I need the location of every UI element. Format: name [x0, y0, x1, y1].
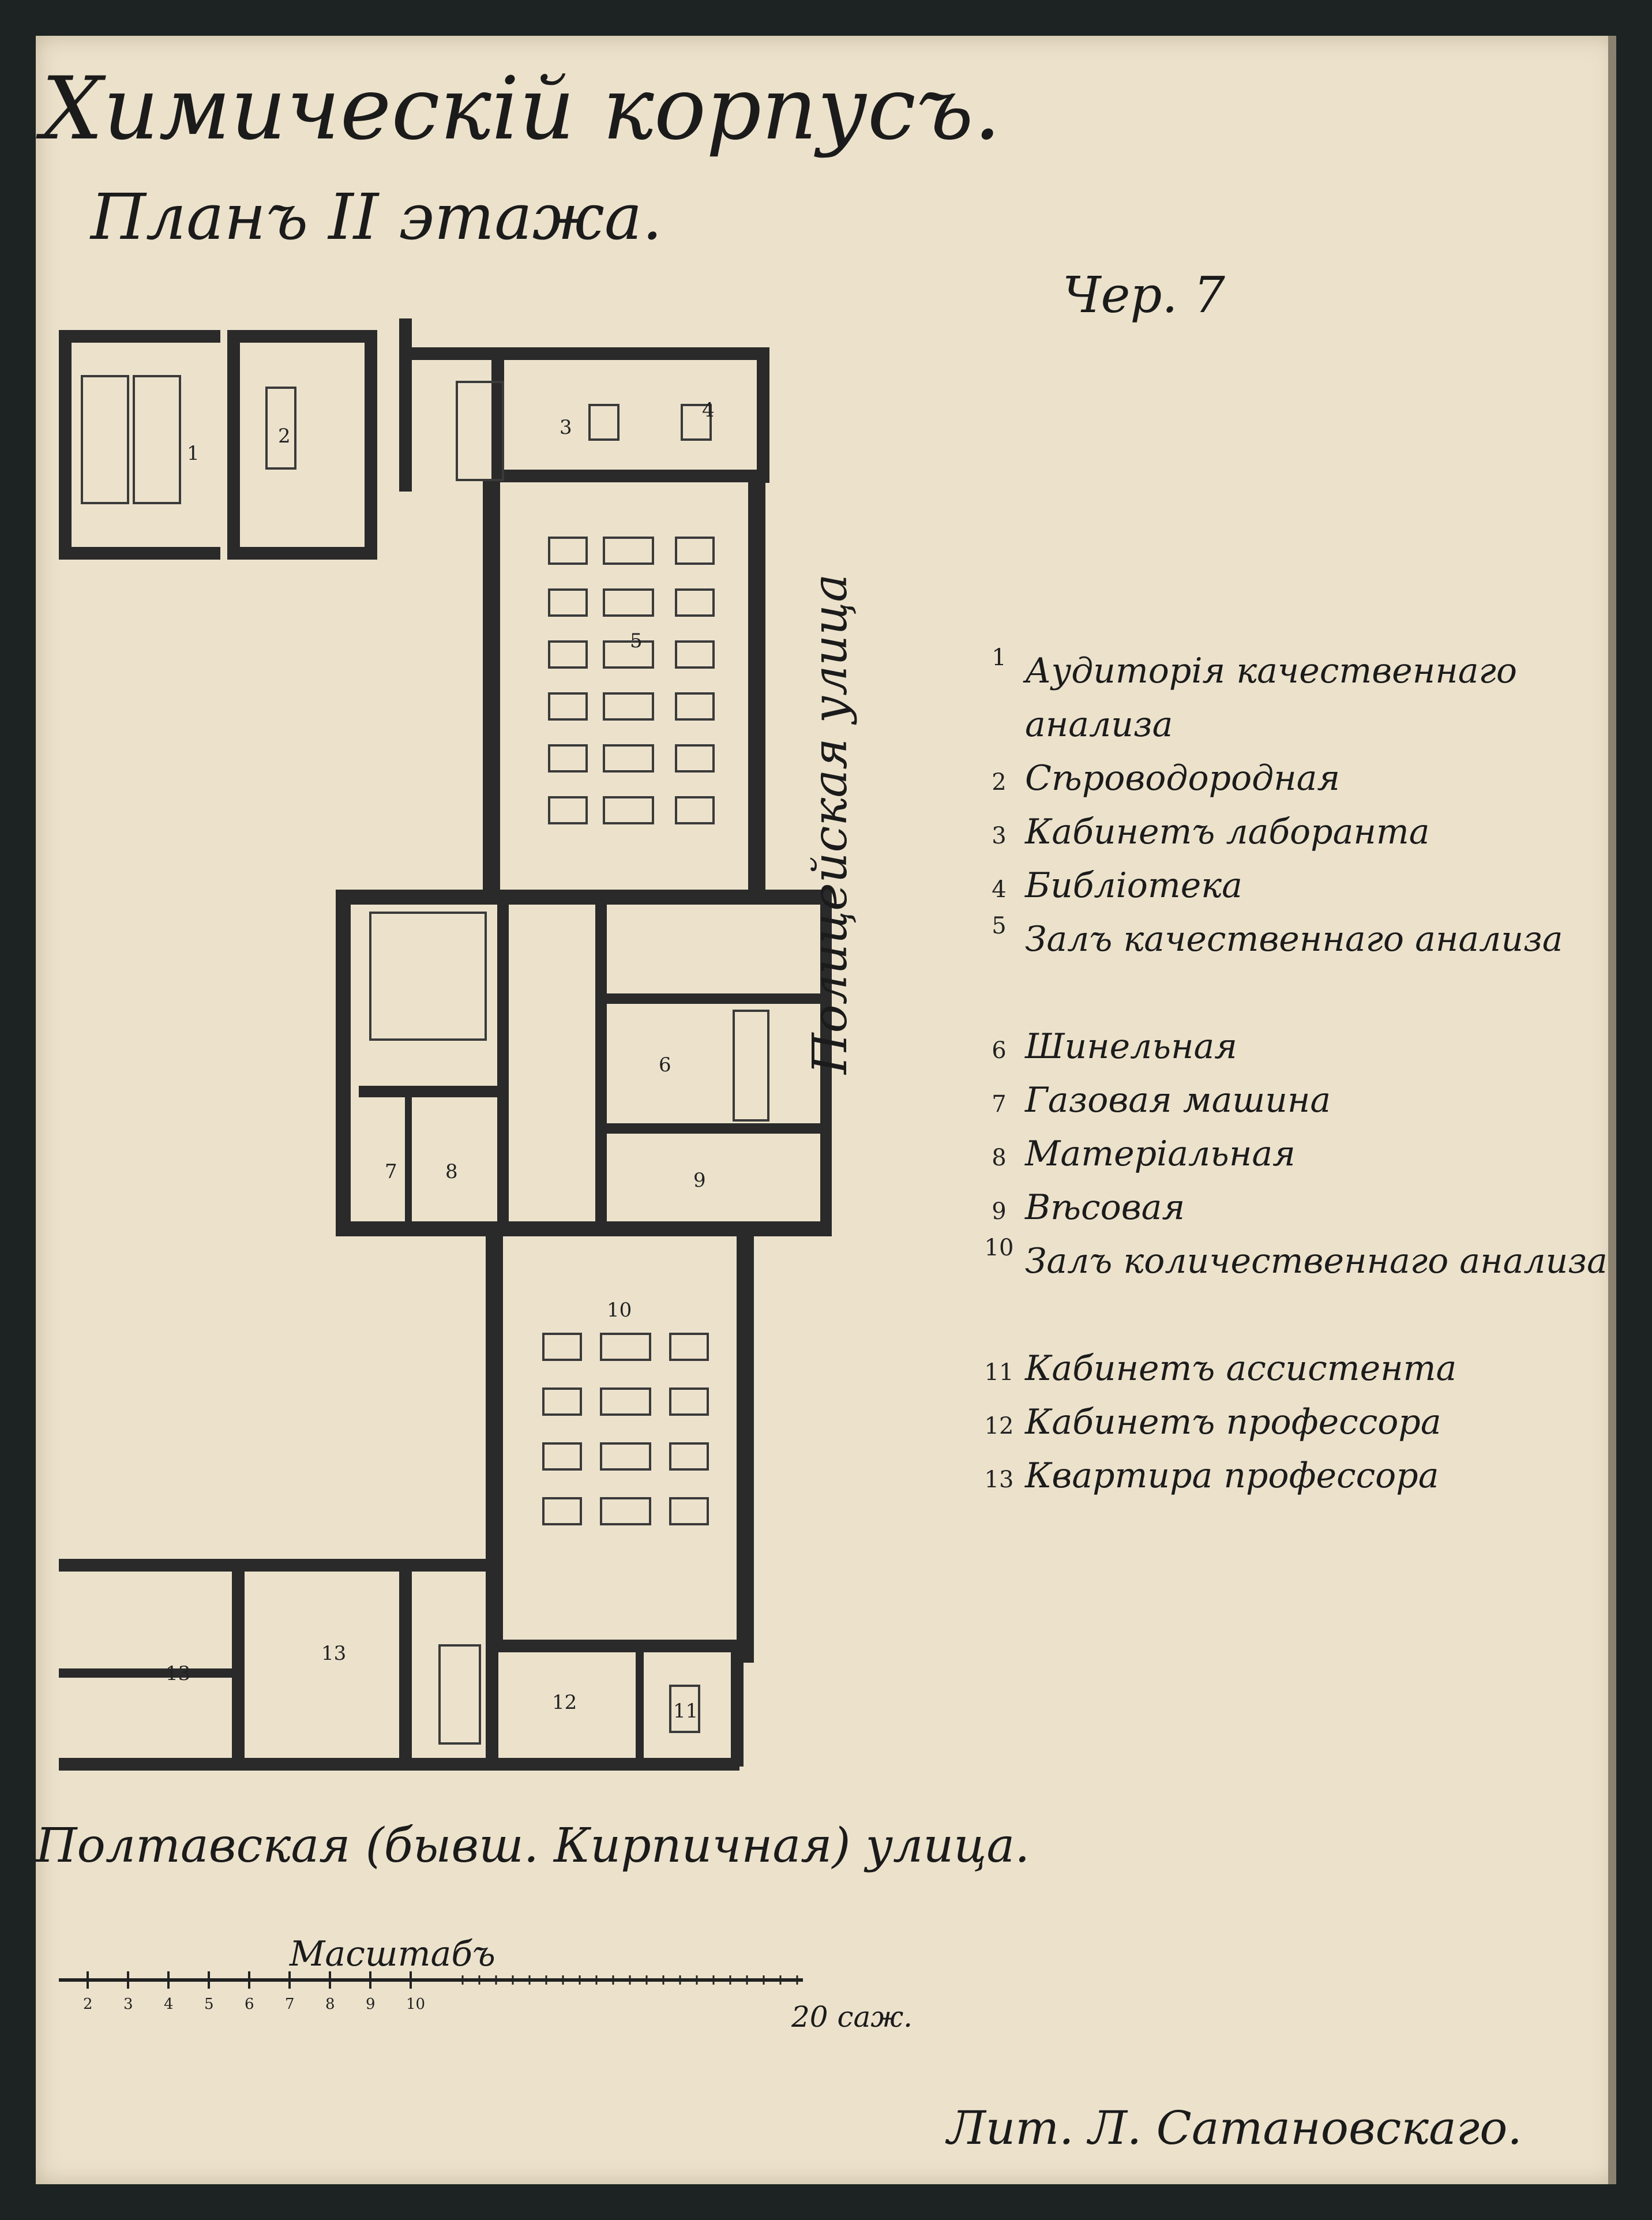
legend-item: 7 Газовая машина: [973, 1074, 1613, 1127]
plan-walls: [59, 318, 832, 1771]
legend-room-name: Матеріальная: [1025, 1134, 1296, 1174]
legend-item: 5 Залъ качественнаго анализа: [973, 913, 1613, 1020]
floor-plan: 1 2 3 4 5 6 7 8 9 10 11 12 13 13: [59, 318, 832, 1771]
room-label-11: 11: [673, 1700, 698, 1723]
legend-room-name: Аудиторія качественнаго анализа: [1025, 651, 1517, 745]
scale-tick-label: 3: [123, 1996, 133, 2013]
room-label-5: 5: [630, 629, 643, 652]
room-label-8: 8: [445, 1160, 458, 1183]
scale-ticks: 2 3 4 5 6 7 8 9 10: [83, 1971, 798, 2013]
legend-room-name: Залъ качественнаго анализа: [1025, 919, 1563, 959]
legend-room-name: Кабинетъ профессора: [1025, 1402, 1441, 1442]
scale-tick-label: 8: [325, 1996, 335, 2013]
legend-room-name: Квартира профессора: [1025, 1456, 1439, 1496]
plan-room-labels: 1 2 3 4 5 6 7 8 9 10 11 12 13 13: [166, 399, 715, 1723]
legend-number: 7: [992, 1091, 1007, 1118]
legend-item: 13 Квартира профессора: [973, 1449, 1613, 1503]
legend-item: 3 Кабинетъ лаборанта: [973, 805, 1613, 859]
room-label-3: 3: [560, 416, 572, 439]
plan-furniture: [81, 375, 769, 1745]
legend-number: 12: [984, 1413, 1014, 1439]
legend-number: 13: [984, 1467, 1014, 1493]
scale-bar: 2 3 4 5 6 7 8 9 10: [59, 1971, 803, 2013]
room-legend: 1 Аудиторія качественнаго анализа 2 Сѣровод…: [973, 644, 1613, 1503]
scale-tick-label: 4: [164, 1996, 174, 2013]
legend-room-name: Библіотека: [1025, 865, 1242, 906]
legend-item: 10 Залъ количественнаго анализа: [973, 1235, 1613, 1342]
legend-room-name: Вѣсовая: [1025, 1187, 1185, 1228]
room-label-2: 2: [278, 425, 291, 448]
legend-room-name: Кабинетъ ассистента: [1025, 1348, 1457, 1389]
drawing-title: Химическій корпусъ.: [42, 59, 1001, 159]
street-label-right: Полицейская улица: [803, 573, 858, 1074]
room-label-13-upper: 13: [321, 1642, 346, 1665]
legend-number: 11: [984, 1359, 1014, 1386]
scale-label: Масштабъ: [290, 1934, 495, 1974]
legend-item: 8 Матеріальная: [973, 1127, 1613, 1181]
scale-tick-label: 5: [204, 1996, 214, 2013]
room-label-4: 4: [702, 399, 715, 422]
legend-number: 8: [992, 1145, 1007, 1171]
room-label-9: 9: [693, 1169, 706, 1192]
room-label-13-lower: 13: [166, 1662, 190, 1685]
scale-tick-label: 7: [285, 1996, 295, 2013]
scale-tick-label: 6: [245, 1996, 254, 2013]
room-label-1: 1: [187, 442, 200, 465]
legend-item: 2 Сѣроводородная: [973, 752, 1613, 805]
legend-room-name: Кабинетъ лаборанта: [1025, 812, 1430, 852]
legend-number: 2: [992, 769, 1007, 796]
legend-number: 9: [992, 1198, 1007, 1225]
legend-room-name: Сѣроводородная: [1025, 758, 1341, 798]
legend-number: 6: [992, 1037, 1007, 1064]
legend-item: 1 Аудиторія качественнаго анализа: [973, 644, 1613, 752]
legend-room-name: Газовая машина: [1025, 1080, 1331, 1120]
room-label-6: 6: [659, 1053, 671, 1077]
legend-item: 12 Кабинетъ профессора: [973, 1396, 1613, 1449]
room-label-10: 10: [607, 1299, 632, 1322]
book-spine-edge: [1608, 36, 1616, 2184]
drawing-sheet: Химическій корпусъ. Планъ II этажа. Чер.…: [36, 36, 1616, 2184]
street-label-bottom: Полтавская (бывш. Кирпичная) улица.: [36, 1818, 1030, 1873]
sheet-number: Чер. 7: [1062, 267, 1225, 324]
scale-tick-label: 9: [366, 1996, 376, 2013]
legend-room-name: Шинельная: [1025, 1026, 1238, 1067]
legend-number: 1: [992, 644, 1007, 671]
legend-number: 3: [992, 823, 1007, 849]
legend-item: 11 Кабинетъ ассистента: [973, 1342, 1613, 1396]
legend-item: 9 Вѣсовая: [973, 1181, 1613, 1235]
drawing-subtitle: Планъ II этажа.: [91, 180, 663, 254]
scale-unit: 20 саж.: [791, 2000, 913, 2034]
legend-number: 10: [984, 1235, 1014, 1261]
legend-room-name: Залъ количественнаго анализа: [1025, 1241, 1608, 1281]
legend-item: 6 Шинельная: [973, 1020, 1613, 1074]
room-label-7: 7: [385, 1160, 397, 1183]
lithographer-credit: Лит. Л. Сатановскаго.: [947, 2101, 1522, 2155]
legend-item: 4 Библіотека: [973, 859, 1613, 913]
scale-tick-label: 2: [83, 1996, 93, 2013]
room-label-12: 12: [552, 1691, 577, 1714]
legend-number: 4: [992, 876, 1007, 903]
legend-number: 5: [992, 913, 1007, 939]
scale-tick-label: 10: [406, 1996, 425, 2013]
